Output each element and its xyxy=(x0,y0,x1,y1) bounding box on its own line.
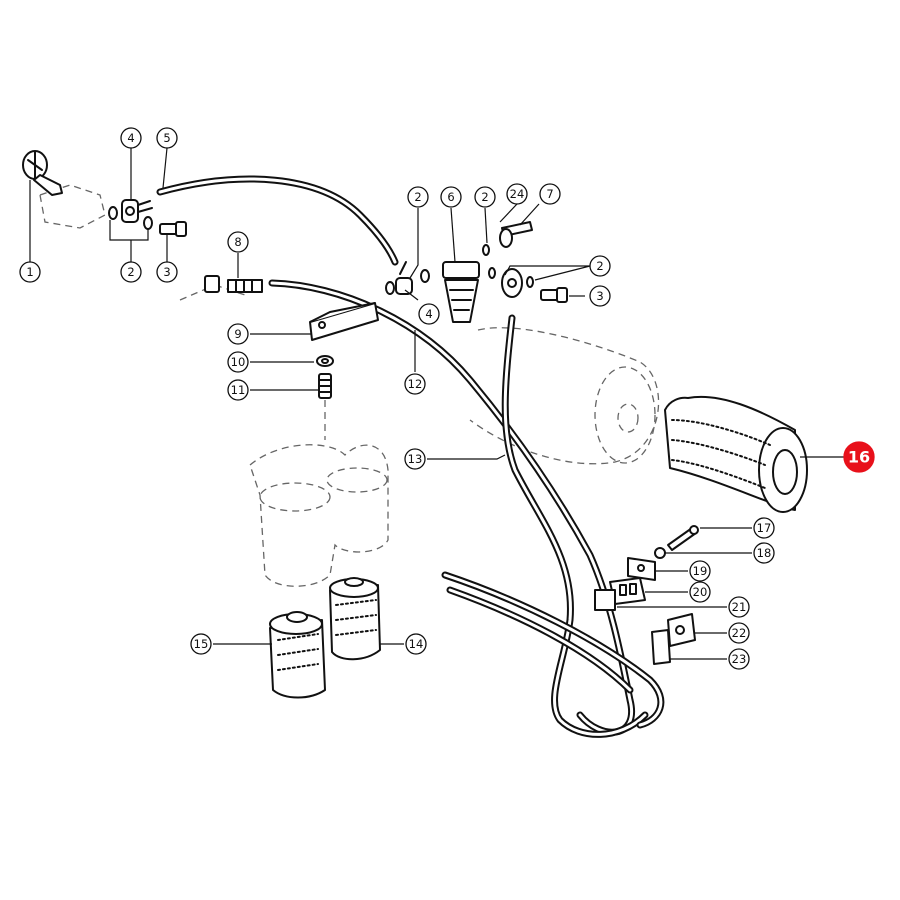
svg-text:10: 10 xyxy=(231,355,246,369)
part-3-bolt-left xyxy=(159,221,187,237)
svg-text:16: 16 xyxy=(848,448,870,467)
callout: 4 xyxy=(418,303,440,325)
part-9-block xyxy=(309,302,379,341)
part-1-tap xyxy=(22,150,63,196)
svg-text:23: 23 xyxy=(732,652,747,666)
svg-text:12: 12 xyxy=(408,377,423,391)
svg-text:2: 2 xyxy=(127,265,134,279)
svg-text:8: 8 xyxy=(234,235,241,249)
part-10-washer xyxy=(316,355,334,367)
callout: 2 xyxy=(120,261,142,283)
callout: 1 xyxy=(19,261,41,283)
callout: 6 xyxy=(440,186,462,208)
ghost-outlines xyxy=(39,184,660,587)
svg-text:5: 5 xyxy=(163,131,170,145)
hose-5 xyxy=(156,175,399,266)
callout: 2 xyxy=(407,186,429,208)
callout: 22 xyxy=(728,622,750,644)
callout: 2 xyxy=(474,186,496,208)
svg-text:11: 11 xyxy=(231,383,246,397)
part-4-banjo xyxy=(121,199,153,223)
part-14-filter-element xyxy=(329,577,381,661)
svg-text:3: 3 xyxy=(163,265,170,279)
svg-text:15: 15 xyxy=(194,637,209,651)
callout: 3 xyxy=(589,285,611,307)
callout: 4 xyxy=(120,127,142,149)
svg-text:2: 2 xyxy=(481,190,488,204)
callout: 2 xyxy=(589,255,611,277)
callouts: 1 2 3 4 5 2 6 2 24 7 8 2 3 4 9 10 11 12 … xyxy=(19,127,875,670)
callout: 9 xyxy=(227,323,249,345)
hose-12 xyxy=(268,279,636,736)
part-8-union xyxy=(204,275,263,293)
callout-highlighted: 16 xyxy=(843,441,875,473)
svg-text:9: 9 xyxy=(234,327,241,341)
svg-text:7: 7 xyxy=(546,187,553,201)
svg-text:4: 4 xyxy=(425,307,432,321)
svg-text:2: 2 xyxy=(414,190,421,204)
svg-text:3: 3 xyxy=(596,289,603,303)
callout: 21 xyxy=(728,596,750,618)
part-banjo-right2 xyxy=(501,268,523,298)
callout: 20 xyxy=(689,581,711,603)
parts xyxy=(22,150,808,699)
callout: 23 xyxy=(728,648,750,670)
svg-text:1: 1 xyxy=(26,265,33,279)
callout: 5 xyxy=(156,127,178,149)
hoses xyxy=(156,175,665,738)
leader-lines xyxy=(29,147,845,660)
callout: 12 xyxy=(404,373,426,395)
svg-text:20: 20 xyxy=(693,585,708,599)
part-15-filter-element xyxy=(269,611,326,699)
part-11-bolt xyxy=(318,373,332,399)
svg-text:17: 17 xyxy=(757,521,772,535)
callout: 18 xyxy=(753,542,775,564)
part-16-air-filter xyxy=(664,395,808,513)
svg-text:24: 24 xyxy=(510,187,525,201)
callout: 11 xyxy=(227,379,249,401)
svg-text:22: 22 xyxy=(732,626,747,640)
part-23-plate xyxy=(651,629,671,665)
callout: 10 xyxy=(227,351,249,373)
part-19-bracket xyxy=(627,557,656,581)
part-18-nut xyxy=(654,547,666,559)
part-17-bolt xyxy=(667,525,699,551)
part-24-7-bolt xyxy=(499,221,533,248)
callout: 8 xyxy=(227,231,249,253)
part-21-clip xyxy=(594,589,616,611)
svg-text:6: 6 xyxy=(447,190,454,204)
part-6-filter-bowl xyxy=(442,261,480,323)
callout: 14 xyxy=(405,633,427,655)
part-4-banjo-right xyxy=(395,261,413,295)
svg-text:4: 4 xyxy=(127,131,134,145)
svg-text:18: 18 xyxy=(757,546,772,560)
callout: 15 xyxy=(190,633,212,655)
callout: 13 xyxy=(404,448,426,470)
callout: 7 xyxy=(539,183,561,205)
callout: 17 xyxy=(753,517,775,539)
svg-text:21: 21 xyxy=(732,600,747,614)
callout: 19 xyxy=(689,560,711,582)
svg-text:14: 14 xyxy=(409,637,424,651)
callout: 24 xyxy=(506,183,528,205)
part-20-clamp xyxy=(609,577,646,605)
callout: 3 xyxy=(156,261,178,283)
part-22-clip xyxy=(667,613,696,647)
part-3-bolt-right xyxy=(540,287,568,303)
svg-text:2: 2 xyxy=(596,259,603,273)
svg-text:19: 19 xyxy=(693,564,708,578)
svg-text:13: 13 xyxy=(408,452,423,466)
